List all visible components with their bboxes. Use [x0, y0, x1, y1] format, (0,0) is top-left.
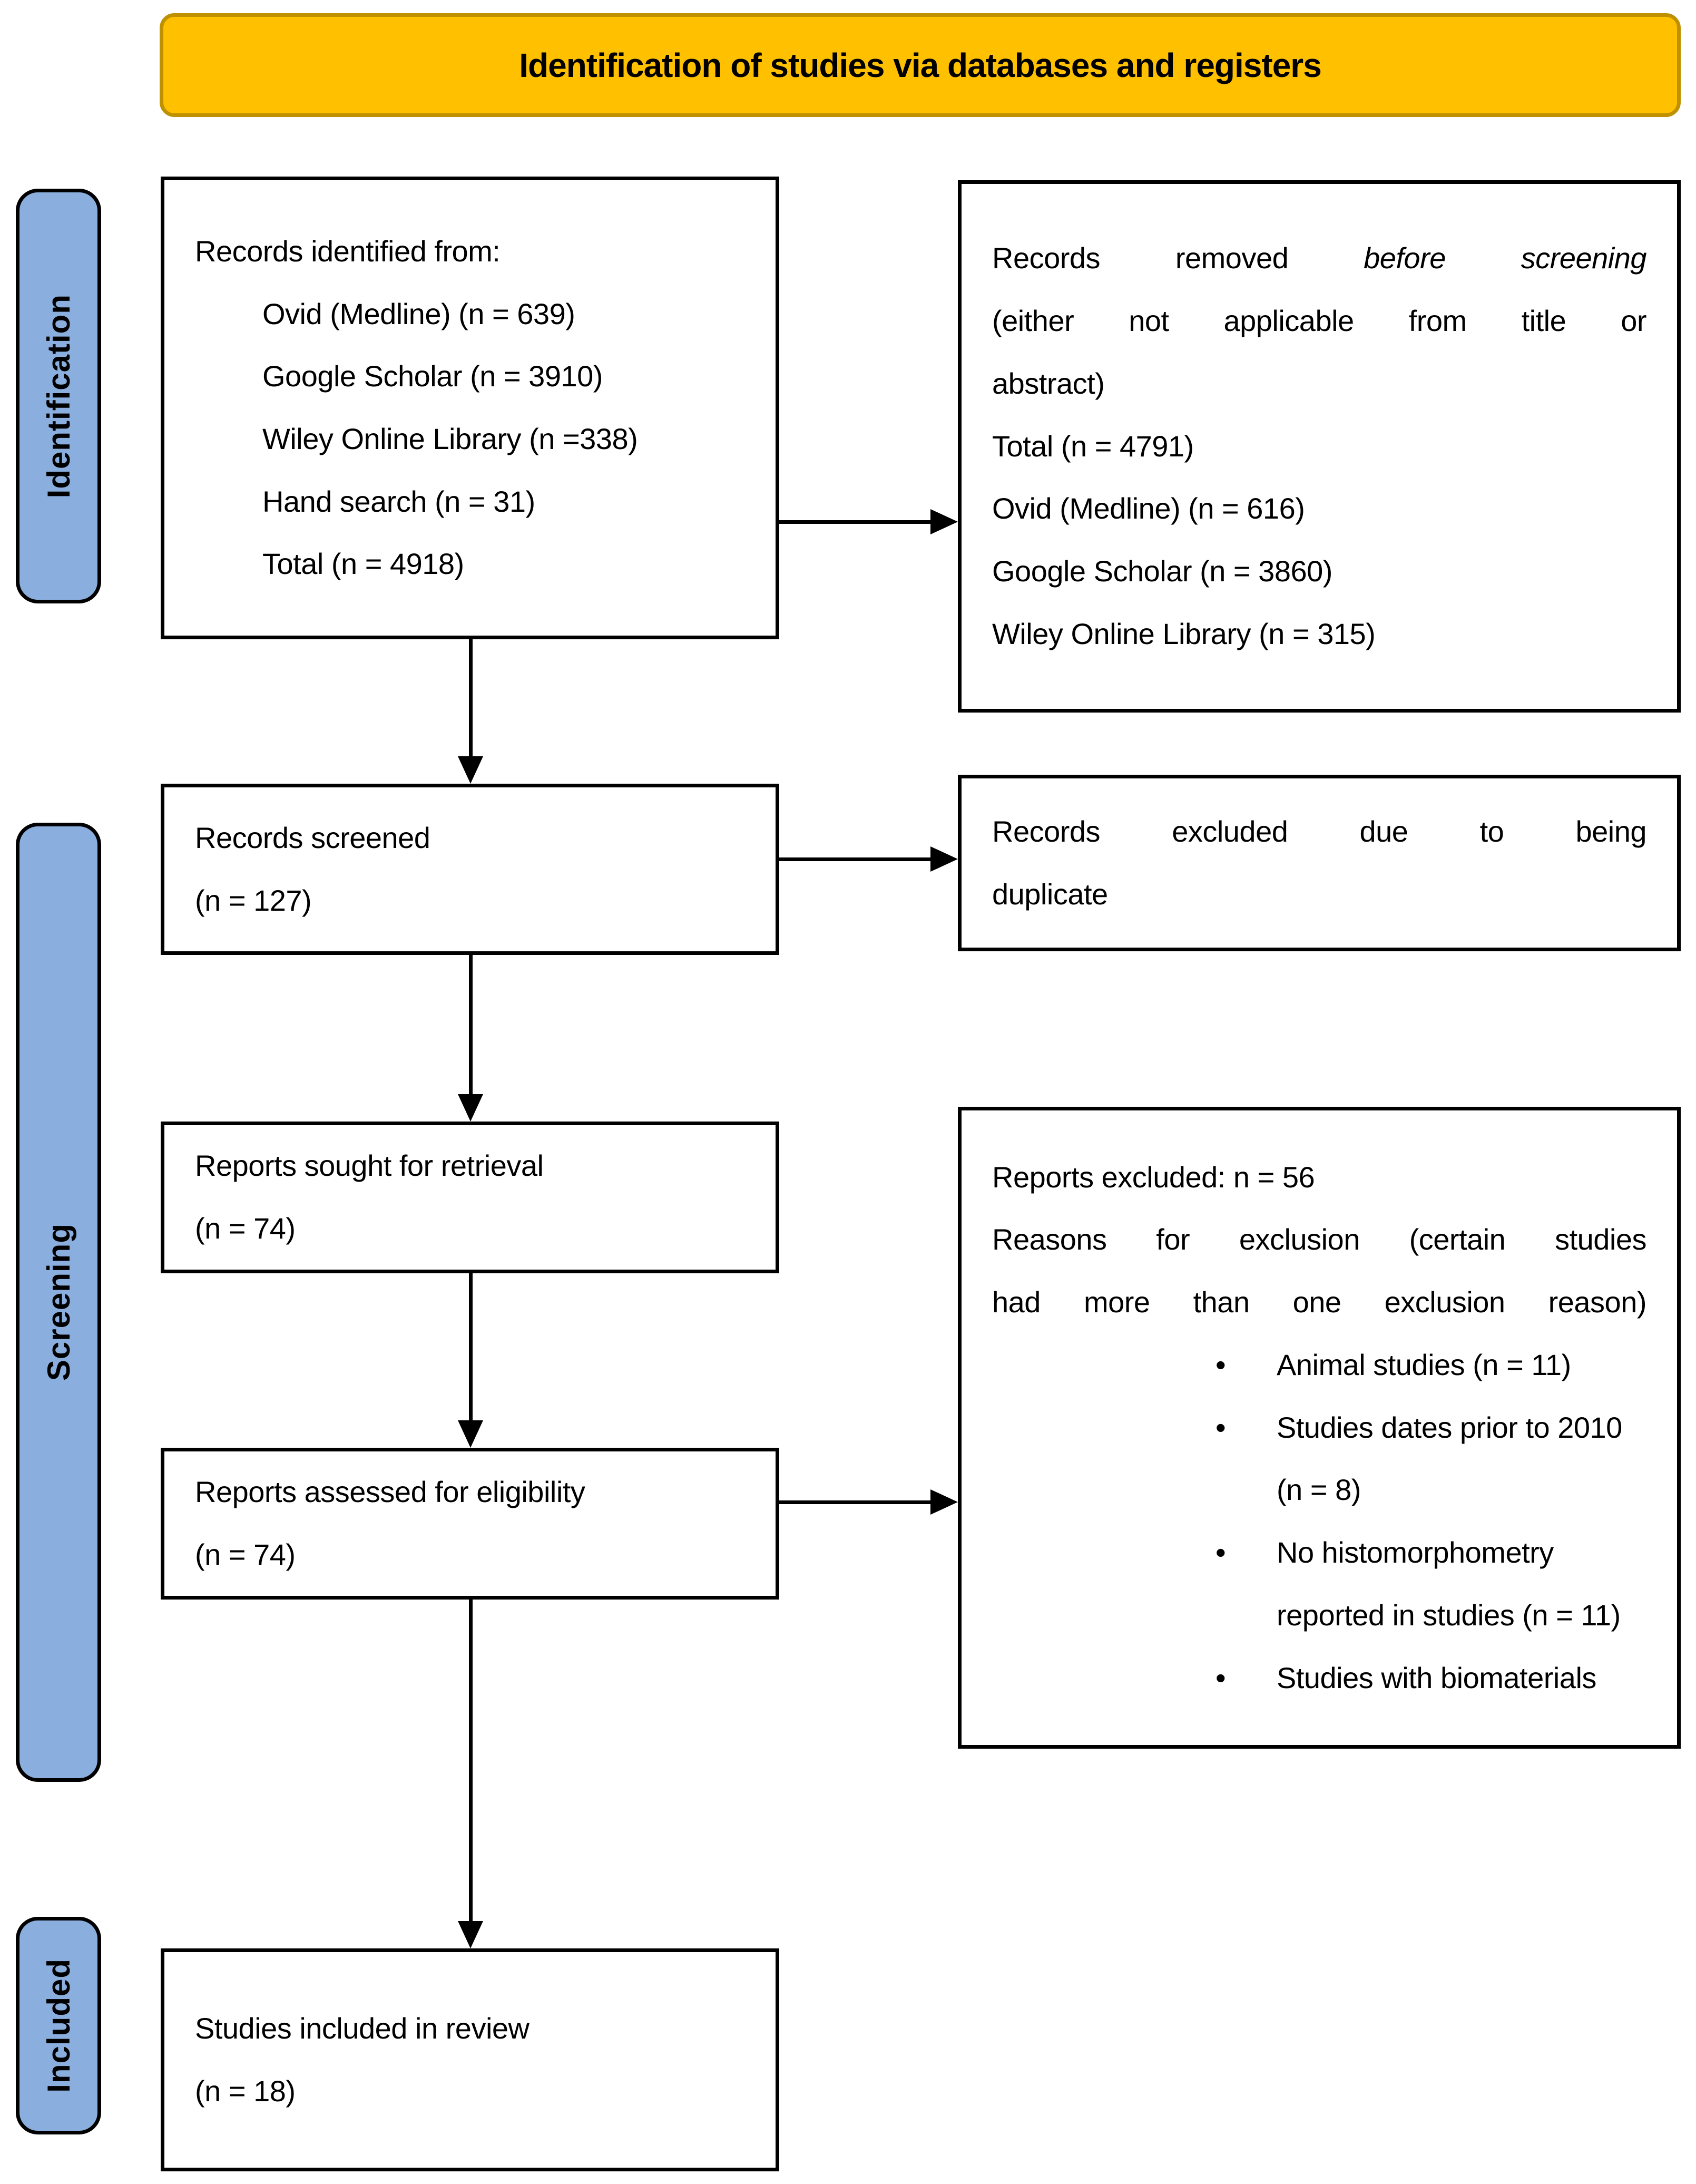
reason-line: Animal studies (n = 11): [1277, 1348, 1571, 1381]
removed-intro-regular: Records removed: [992, 241, 1289, 275]
source-line: Hand search (n = 31): [262, 484, 535, 518]
arrow-right-screened-to-duplicates-icon: [779, 846, 958, 872]
banner-title: Identification of studies via databases …: [519, 46, 1322, 84]
removed-intro-line2: (either not applicable from title or: [992, 304, 1647, 338]
box-records-removed: Records removed before screening (either…: [958, 180, 1681, 713]
bullet-icon: •: [1215, 1410, 1226, 1444]
source-line: Ovid (Medline) (n = 639): [262, 297, 575, 330]
list-item: • Animal studies (n = 11): [1203, 1334, 1646, 1397]
stage-label-text: Included: [41, 1958, 76, 2093]
removed-count-line: Wiley Online Library (n = 315): [992, 617, 1376, 650]
arrow-head: [458, 756, 483, 784]
box-reports-assessed: Reports assessed for eligibility (n = 74…: [161, 1448, 779, 1600]
removed-count-line: Google Scholar (n = 3860): [992, 554, 1332, 588]
excluded-title: Reports excluded: n = 56: [992, 1160, 1315, 1194]
arrow-head: [458, 1094, 483, 1122]
duplicate-line1: Records excluded due to being: [992, 814, 1647, 848]
stage-label-identification: Identification: [16, 189, 101, 603]
arrow-head: [930, 509, 958, 534]
source-line: Wiley Online Library (n =338): [262, 422, 638, 455]
arrow-down-sought-to-assessed-icon: [458, 1273, 483, 1448]
arrow-down-identified-to-screened-icon: [458, 639, 483, 784]
source-line: Total (n = 4918): [262, 547, 464, 581]
arrow-down-screened-to-sought-icon: [458, 955, 483, 1122]
arrow-right-identified-to-removed-icon: [779, 509, 958, 534]
arrow-shaft: [468, 955, 473, 1094]
box-title: Studies included in review: [195, 2011, 530, 2045]
excluded-reason-line1: Reasons for exclusion (certain studies: [992, 1223, 1647, 1256]
excluded-reason-line2: had more than one exclusion reason): [992, 1285, 1647, 1319]
bullet-icon: •: [1215, 1661, 1226, 1694]
box-count: (n = 127): [195, 883, 312, 917]
reason-line: No histomorphometry: [1277, 1536, 1554, 1569]
source-line: Google Scholar (n = 3910): [262, 359, 603, 393]
reason-line: Studies dates prior to 2010: [1277, 1410, 1622, 1444]
bullet-icon: •: [1215, 1348, 1226, 1381]
reason-line: reported in studies (n = 11): [1277, 1598, 1621, 1632]
list-item: • Studies dates prior to 2010 (n = 8): [1203, 1397, 1646, 1522]
bullet-icon: •: [1215, 1536, 1226, 1569]
box-title: Records screened: [195, 821, 430, 854]
arrow-right-assessed-to-excluded-icon: [779, 1489, 958, 1515]
removed-intro-line1: Records removed before screening: [992, 227, 1647, 290]
arrow-shaft: [779, 857, 930, 861]
box-count: (n = 74): [195, 1538, 296, 1571]
arrow-head: [930, 1489, 958, 1515]
list-item: • Studies with biomaterials: [1203, 1647, 1646, 1710]
stage-label-screening: Screening: [16, 823, 101, 1782]
arrow-shaft: [468, 1273, 473, 1420]
arrow-head: [458, 1921, 483, 1948]
removed-intro-line3: abstract): [992, 366, 1105, 400]
arrow-shaft: [779, 520, 930, 524]
arrow-shaft: [468, 1600, 473, 1921]
reason-line: (n = 8): [1277, 1473, 1361, 1507]
box-count: (n = 74): [195, 1212, 296, 1245]
box-reports-excluded: Reports excluded: n = 56 Reasons for exc…: [958, 1107, 1681, 1749]
arrow-head: [930, 846, 958, 872]
reason-line: Studies with biomaterials: [1277, 1661, 1596, 1694]
box-count: (n = 18): [195, 2074, 296, 2108]
box-studies-included: Studies included in review (n = 18): [161, 1948, 779, 2171]
banner-identification-of-studies: Identification of studies via databases …: [160, 13, 1681, 117]
removed-count-line: Ovid (Medline) (n = 616): [992, 492, 1305, 525]
arrow-shaft: [468, 639, 473, 756]
box-title: Records identified from:: [195, 234, 501, 268]
exclusion-reason-list: • Animal studies (n = 11) • Studies date…: [1203, 1334, 1646, 1709]
arrow-down-assessed-to-included-icon: [458, 1600, 483, 1948]
box-records-excluded-duplicate: Records excluded due to being duplicate: [958, 775, 1681, 951]
stage-label-included: Included: [16, 1917, 101, 2134]
duplicate-line2: duplicate: [992, 877, 1108, 911]
box-records-screened: Records screened (n = 127): [161, 784, 779, 955]
stage-label-text: Screening: [41, 1223, 76, 1381]
box-title: Reports sought for retrieval: [195, 1149, 544, 1183]
box-records-identified: Records identified from: Ovid (Medline) …: [161, 177, 779, 639]
removed-intro-italic: before screening: [1364, 241, 1647, 275]
stage-label-text: Identification: [41, 294, 76, 499]
arrow-head: [458, 1420, 483, 1448]
arrow-shaft: [779, 1500, 930, 1504]
box-reports-sought: Reports sought for retrieval (n = 74): [161, 1122, 779, 1273]
box-title: Reports assessed for eligibility: [195, 1475, 585, 1509]
list-item: • No histomorphometry reported in studie…: [1203, 1522, 1646, 1646]
removed-count-line: Total (n = 4791): [992, 429, 1194, 463]
